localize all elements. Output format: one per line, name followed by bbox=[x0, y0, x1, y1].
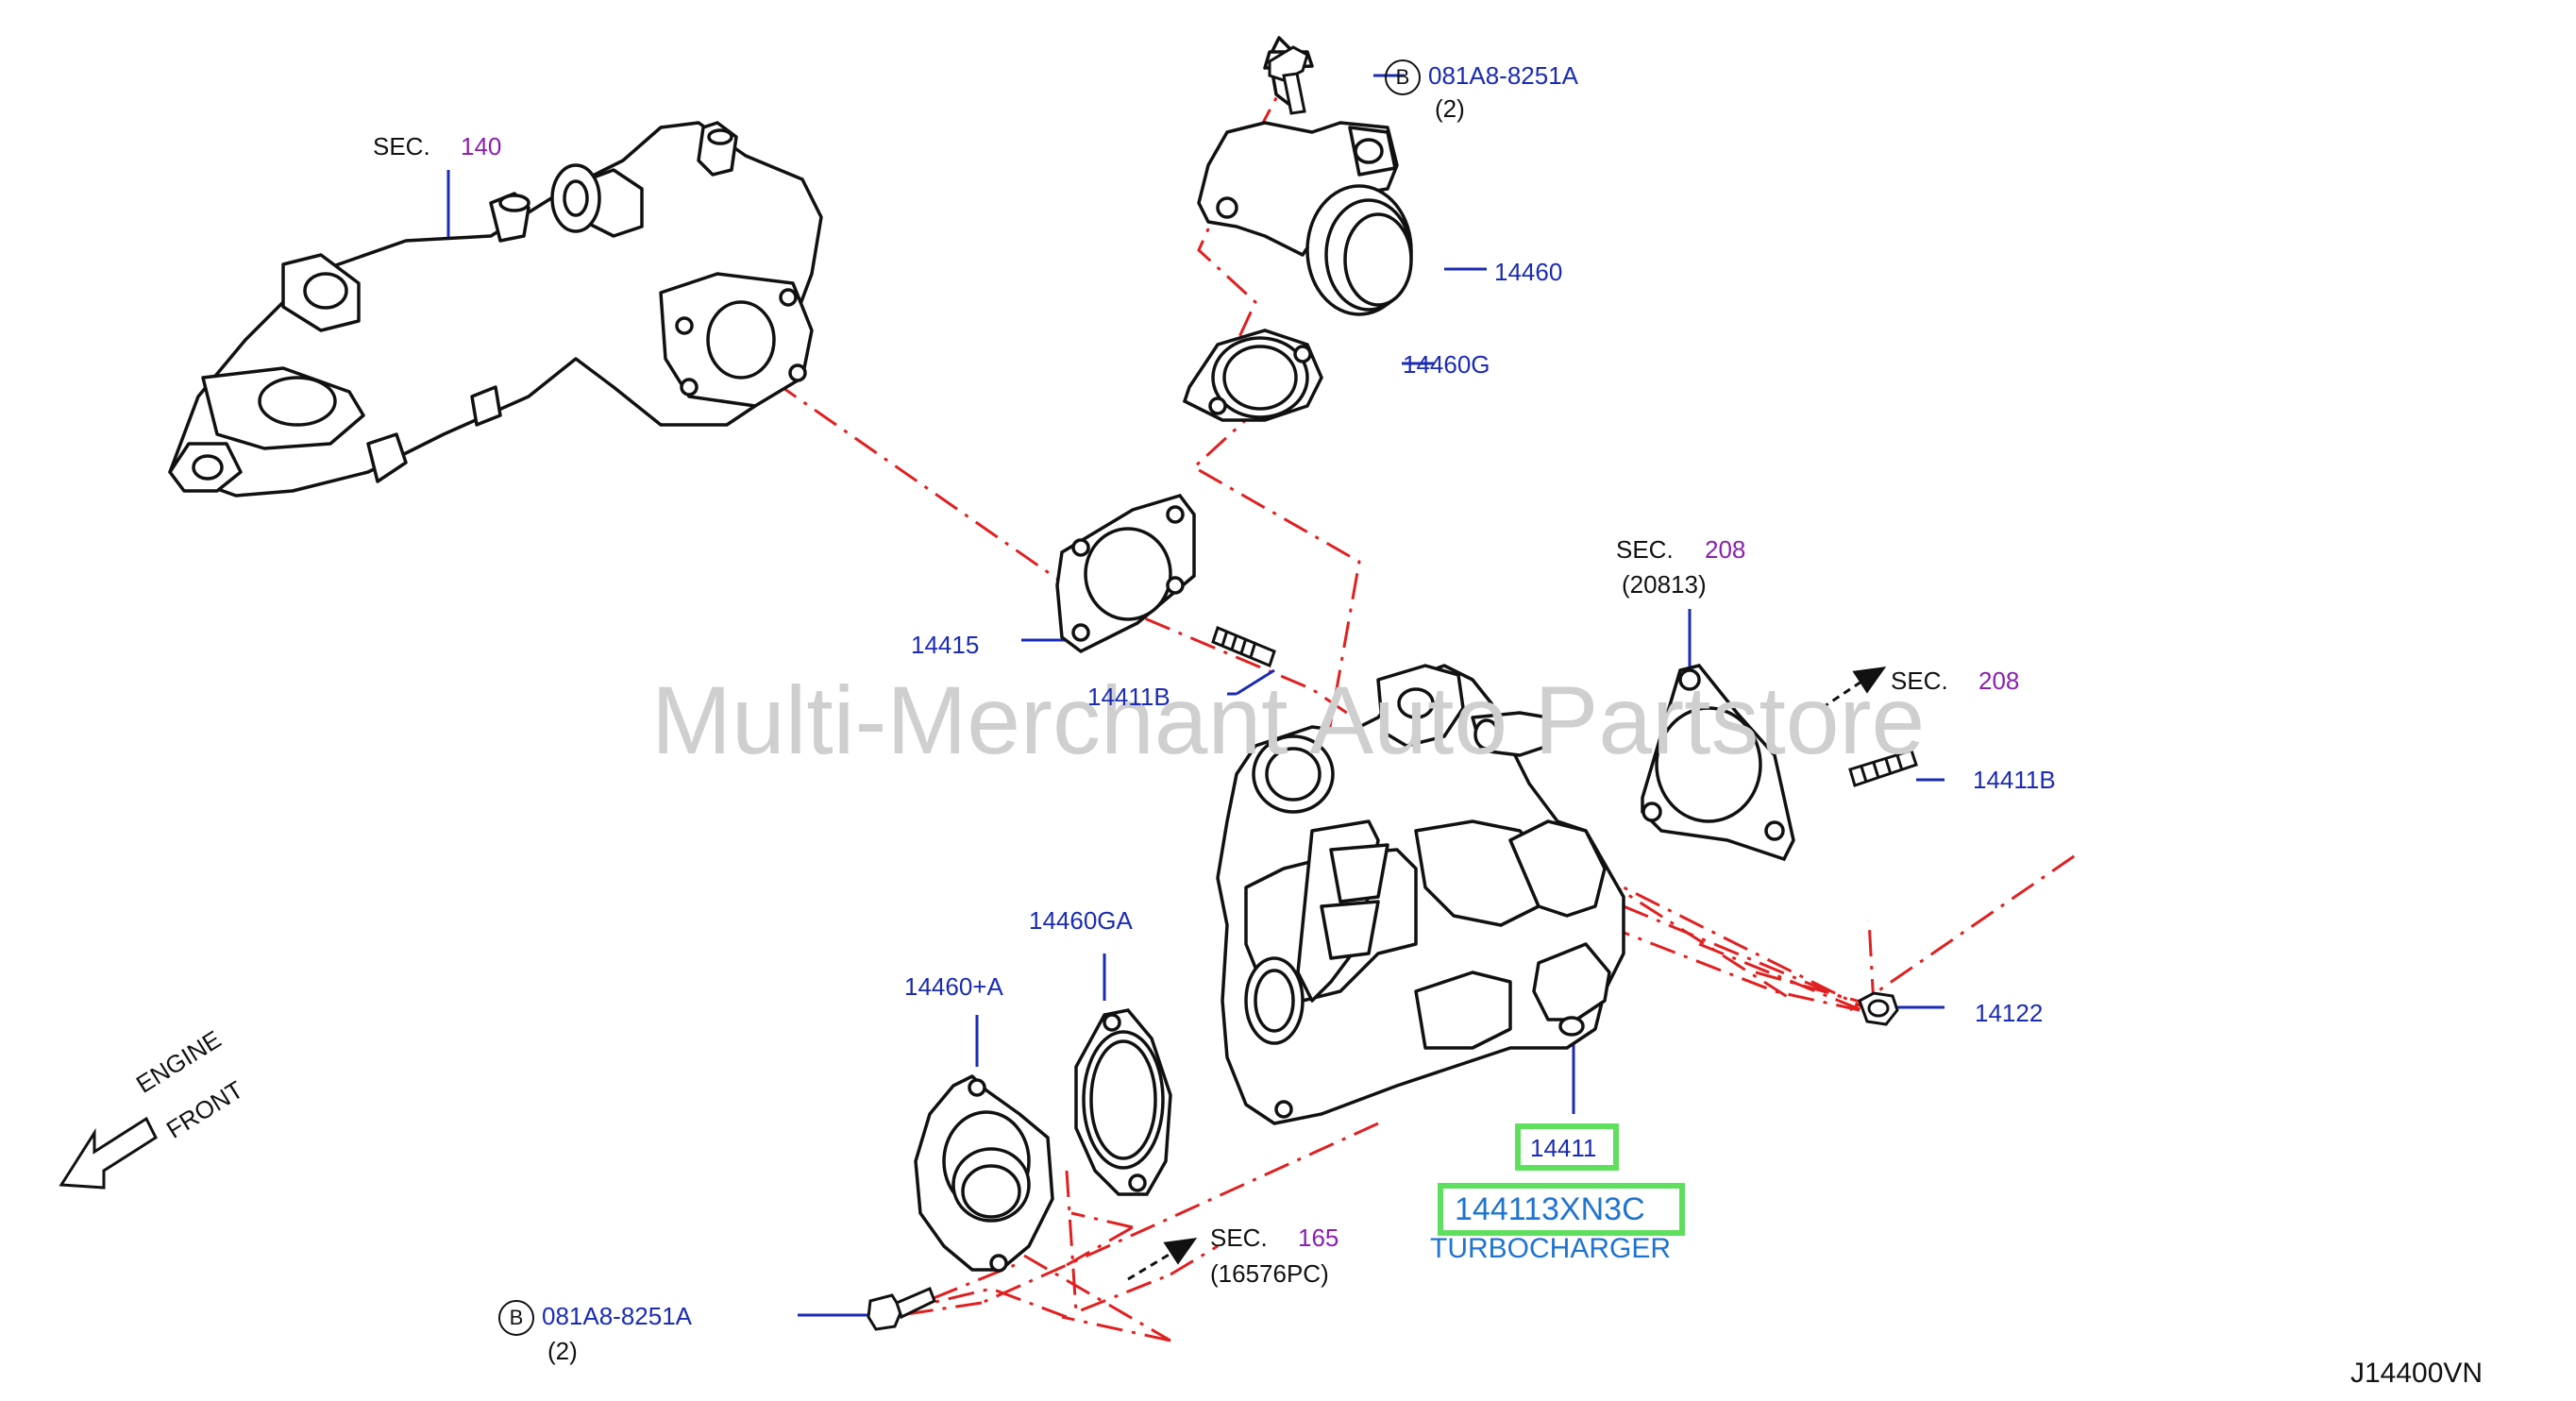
part-14122[interactable]: 14122 bbox=[1975, 999, 2044, 1027]
connector-14460a-drawing bbox=[914, 1074, 1054, 1273]
part-14460ga[interactable]: 14460GA bbox=[1029, 906, 1133, 935]
water-outlet-drawing bbox=[1197, 36, 1413, 316]
sec-prefix: SEC. bbox=[1616, 535, 1674, 564]
part-14411[interactable]: 14411 bbox=[1530, 1134, 1597, 1162]
sec-165-number[interactable]: 165 bbox=[1298, 1224, 1339, 1252]
bolt-top-drawing bbox=[1268, 45, 1309, 115]
turbocharger-description: TURBOCHARGER bbox=[1430, 1233, 1672, 1264]
part-14460[interactable]: 14460 bbox=[1494, 258, 1563, 286]
bolt-part-top[interactable]: 081A8-8251A bbox=[1428, 60, 1579, 90]
engine-front-arrow bbox=[59, 1116, 158, 1190]
sec-208-upper-sub: (20813) bbox=[1622, 570, 1707, 599]
part-number-144113xn3c[interactable]: 144113XN3C bbox=[1455, 1191, 1645, 1227]
gasket-14460g-drawing bbox=[1182, 329, 1323, 422]
turbocharger-drawing bbox=[1216, 664, 1625, 1125]
stud-left-drawing bbox=[1211, 625, 1276, 668]
bolt-badge-top: B bbox=[1385, 59, 1421, 95]
section-arrows bbox=[1127, 667, 1887, 1281]
nut-drawing bbox=[1858, 991, 1899, 1026]
bolt-qty-top: (2) bbox=[1435, 94, 1465, 123]
gasket-sec208-drawing bbox=[1641, 664, 1795, 862]
part-14411-highlight bbox=[1515, 1123, 1619, 1171]
sec-208-upper-label: SEC. bbox=[1616, 537, 1674, 562]
sec-208-arrow-label: SEC. bbox=[1891, 668, 1948, 693]
bolt-badge-bottom: B bbox=[498, 1300, 534, 1336]
sec-208-arrow-number[interactable]: 208 bbox=[1978, 667, 2020, 695]
sec-208-upper-number[interactable]: 208 bbox=[1705, 535, 1746, 564]
part-14411b-right[interactable]: 14411B bbox=[1973, 766, 2056, 794]
sec-prefix: SEC. bbox=[373, 132, 430, 160]
sec-165-sub: (16576PC) bbox=[1210, 1259, 1329, 1288]
bolt-qty-bottom: (2) bbox=[547, 1337, 578, 1365]
part-14460g[interactable]: 14460G bbox=[1403, 350, 1490, 379]
stud-right-drawing bbox=[1848, 749, 1918, 787]
sec-140-label: SEC. bbox=[373, 134, 430, 159]
sec-prefix: SEC. bbox=[1891, 667, 1948, 695]
sec-165-label: SEC. bbox=[1210, 1225, 1268, 1250]
sec-prefix: SEC. bbox=[1210, 1224, 1268, 1252]
intake-pipe-drawing bbox=[168, 121, 823, 498]
gasket-14460ga-drawing bbox=[1074, 1008, 1172, 1196]
part-14460a[interactable]: 14460+A bbox=[904, 972, 1003, 1001]
bolt-ref-bottom: B 081A8-8251A bbox=[498, 1300, 692, 1336]
watermark: Multi-Merchant Auto Partstore bbox=[651, 667, 1926, 774]
part-14411b-left[interactable]: 14411B bbox=[1087, 683, 1170, 711]
bolt-bottom-drawing bbox=[867, 1287, 936, 1331]
bolt-part-bottom[interactable]: 081A8-8251A bbox=[542, 1301, 693, 1330]
diagram-code: J14400VN bbox=[2350, 1358, 2483, 1389]
sec-140-number[interactable]: 140 bbox=[461, 132, 502, 160]
part-14415[interactable]: 14415 bbox=[911, 631, 980, 659]
gasket-14415-drawing bbox=[1055, 493, 1196, 654]
part-number-highlight bbox=[1438, 1183, 1685, 1236]
